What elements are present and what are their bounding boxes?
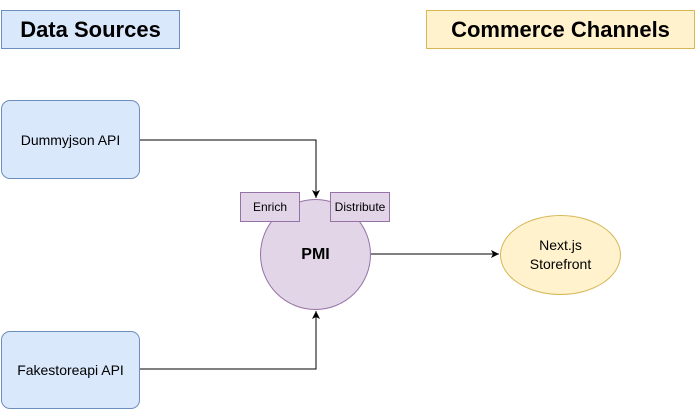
- edge-dummyjson-to-pmi: [140, 139, 320, 198]
- dummyjson-api-label: Dummyjson API: [20, 131, 121, 148]
- distribute-label: Distribute: [334, 200, 386, 214]
- pmi-label: PMI: [301, 245, 330, 263]
- enrich-label: Enrich: [252, 200, 287, 214]
- fakestoreapi-api-label: Fakestoreapi API: [17, 362, 124, 378]
- nextjs-storefront-label: Next.js Storefront: [529, 237, 592, 272]
- commerce-channels-header-label: Commerce Channels: [451, 16, 670, 42]
- nextjs-storefront-node[interactable]: Next.js Storefront: [500, 215, 621, 295]
- data-sources-header: Data Sources: [1, 10, 180, 49]
- enrich-tag[interactable]: Enrich: [240, 192, 300, 222]
- dummyjson-api-node[interactable]: Dummyjson API: [1, 100, 140, 179]
- fakestoreapi-api-node[interactable]: Fakestoreapi API: [1, 331, 140, 409]
- commerce-channels-header: Commerce Channels: [426, 10, 695, 49]
- distribute-tag[interactable]: Distribute: [330, 192, 390, 222]
- data-sources-header-label: Data Sources: [20, 16, 161, 42]
- edge-fakestore-to-pmi: [140, 311, 320, 370]
